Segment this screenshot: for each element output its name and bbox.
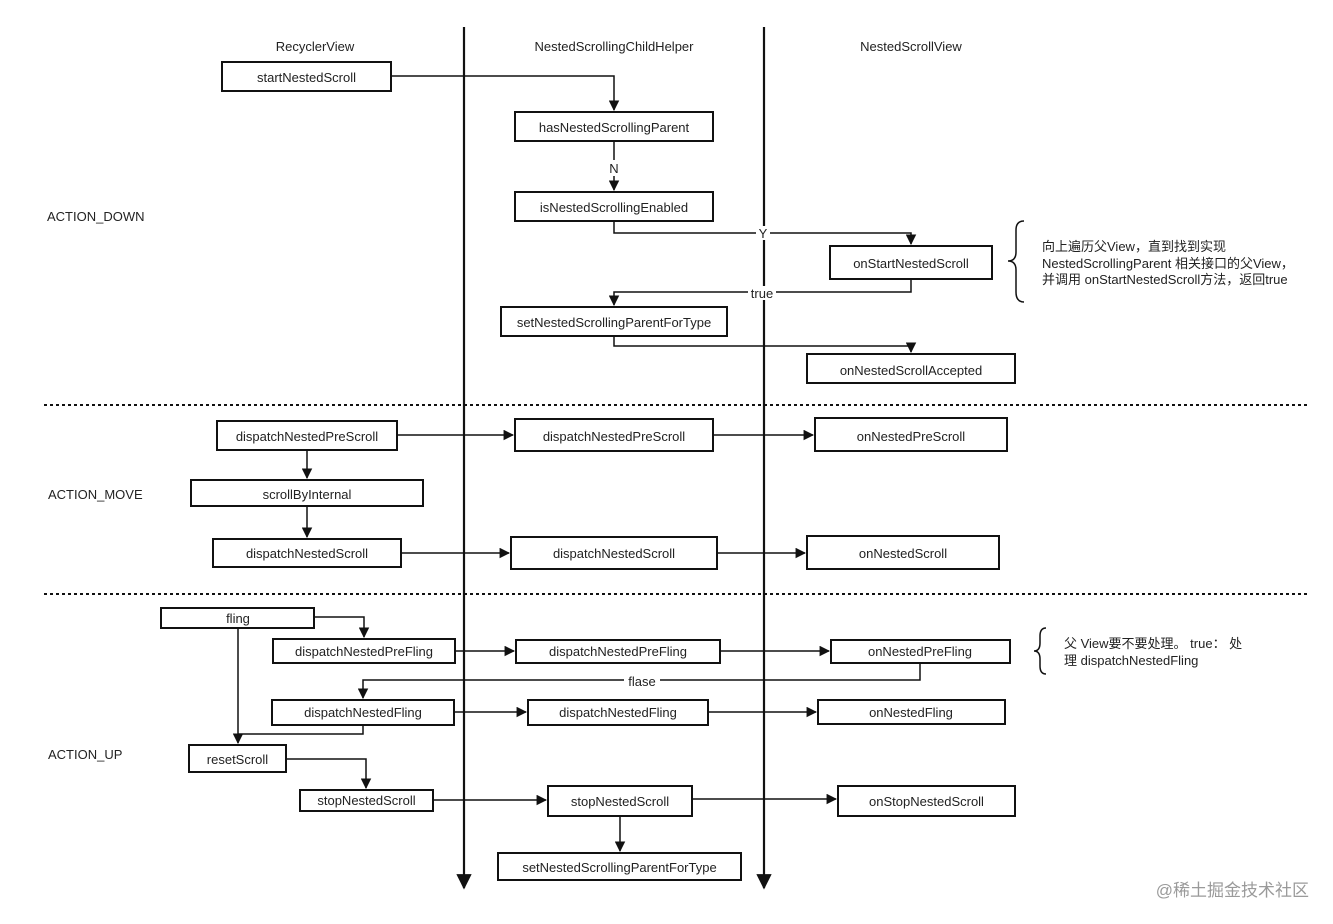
phase-label-move: ACTION_MOVE	[48, 487, 143, 502]
node-isNestedScrollingEnabled	[514, 191, 714, 222]
edge-label-y: Y	[759, 226, 768, 241]
lane-header-recyclerview: RecyclerView	[276, 39, 355, 54]
edge-label-bg-true	[748, 286, 776, 300]
edge-label-bg-y	[756, 226, 770, 240]
node-label-resetScroll: resetScroll	[207, 752, 269, 767]
node-helper-dispatchNestedScroll	[510, 536, 718, 570]
node-helper-dispatchNestedPreScroll	[514, 418, 714, 452]
node-hasNestedScrollingParent	[514, 111, 714, 142]
note-down-line-3: 并调用 onStartNestedScroll方法，返回true	[1042, 272, 1288, 287]
node-onStartNestedScroll	[829, 245, 993, 280]
edge-rvfling-to-reset	[238, 725, 364, 735]
node-label-rv-dispatchNestedFling: dispatchNestedFling	[304, 705, 422, 720]
node-label-isNestedScrollingEnabled: isNestedScrollingEnabled	[540, 200, 688, 215]
node-label-onStopNestedScroll: onStopNestedScroll	[869, 794, 984, 809]
node-onNestedPreScroll	[814, 417, 1008, 452]
node-label-helper-dispatchNestedPreFling: dispatchNestedPreFling	[549, 644, 687, 659]
node-onNestedScroll	[806, 535, 1000, 570]
watermark: @稀土掘金技术社区	[1156, 881, 1309, 900]
node-setNestedScrollingParentForType-up	[497, 852, 742, 881]
note-down-line-1: 向上遍历父View，直到找到实现	[1042, 239, 1226, 254]
node-scrollByInternal	[190, 479, 424, 507]
node-label-helper-dispatchNestedFling: dispatchNestedFling	[559, 705, 677, 720]
lane-header-nestedscrollview: NestedScrollView	[860, 39, 962, 54]
node-label-onStartNestedScroll: onStartNestedScroll	[853, 256, 969, 271]
phase-label-down: ACTION_DOWN	[47, 209, 145, 224]
node-label-onNestedPreScroll: onNestedPreScroll	[857, 429, 965, 444]
node-label-onNestedScrollAccepted: onNestedScrollAccepted	[840, 363, 982, 378]
edge-label-flase: flase	[628, 674, 655, 689]
note-up-line-1: 父 View要不要处理。 true： 处	[1064, 636, 1242, 651]
node-label-rv-stopNestedScroll: stopNestedScroll	[317, 793, 415, 808]
note-down-line-2: NestedScrollingParent 相关接口的父View，	[1042, 256, 1294, 271]
brace-down	[1007, 220, 1025, 303]
node-resetScroll	[188, 744, 287, 773]
node-label-onNestedPreFling: onNestedPreFling	[868, 644, 972, 659]
node-onStopNestedScroll	[837, 785, 1016, 817]
edge-label-bg-n	[606, 160, 622, 176]
edge-setparent-to-accepted	[613, 336, 917, 354]
node-label-fling: fling	[226, 611, 250, 626]
node-label-helper-dispatchNestedScroll: dispatchNestedScroll	[553, 546, 675, 561]
phase-label-up: ACTION_UP	[48, 747, 122, 762]
node-label-rv-dispatchNestedPreFling: dispatchNestedPreFling	[295, 644, 433, 659]
node-label-helper-stopNestedScroll: stopNestedScroll	[571, 794, 669, 809]
node-helper-stopNestedScroll	[547, 785, 693, 817]
node-label-hasNestedScrollingParent: hasNestedScrollingParent	[539, 120, 690, 135]
node-label-onNestedFling: onNestedFling	[869, 705, 953, 720]
edge-fling-to-prefling	[314, 616, 370, 639]
node-label-onNestedScroll: onNestedScroll	[859, 546, 947, 561]
node-startNestedScroll	[221, 61, 392, 92]
node-label-rv-dispatchNestedScroll: dispatchNestedScroll	[246, 546, 368, 561]
node-label-scrollByInternal: scrollByInternal	[263, 487, 352, 502]
edge-label-n: N	[609, 161, 618, 176]
node-label-setNestedScrollingParentForType-down: setNestedScrollingParentForType	[517, 315, 711, 330]
lane-header-helper: NestedScrollingChildHelper	[535, 39, 695, 54]
note-up-line-2: 理 dispatchNestedFling	[1064, 653, 1198, 668]
node-label-rv-dispatchNestedPreScroll: dispatchNestedPreScroll	[236, 429, 378, 444]
edge-reset-to-stop	[286, 758, 372, 790]
node-label-helper-dispatchNestedPreScroll: dispatchNestedPreScroll	[543, 429, 685, 444]
node-rv-dispatchNestedPreFling	[272, 638, 456, 664]
node-label-setNestedScrollingParentForType-up: setNestedScrollingParentForType	[522, 860, 716, 875]
edge-start-to-has	[391, 75, 620, 112]
brace-up	[1033, 627, 1047, 675]
node-onNestedFling	[817, 699, 1006, 725]
node-onNestedScrollAccepted	[806, 353, 1016, 384]
node-label-startNestedScroll: startNestedScroll	[257, 70, 356, 85]
edge-label-bg-flase	[624, 674, 660, 688]
edge-label-true: true	[751, 286, 773, 301]
